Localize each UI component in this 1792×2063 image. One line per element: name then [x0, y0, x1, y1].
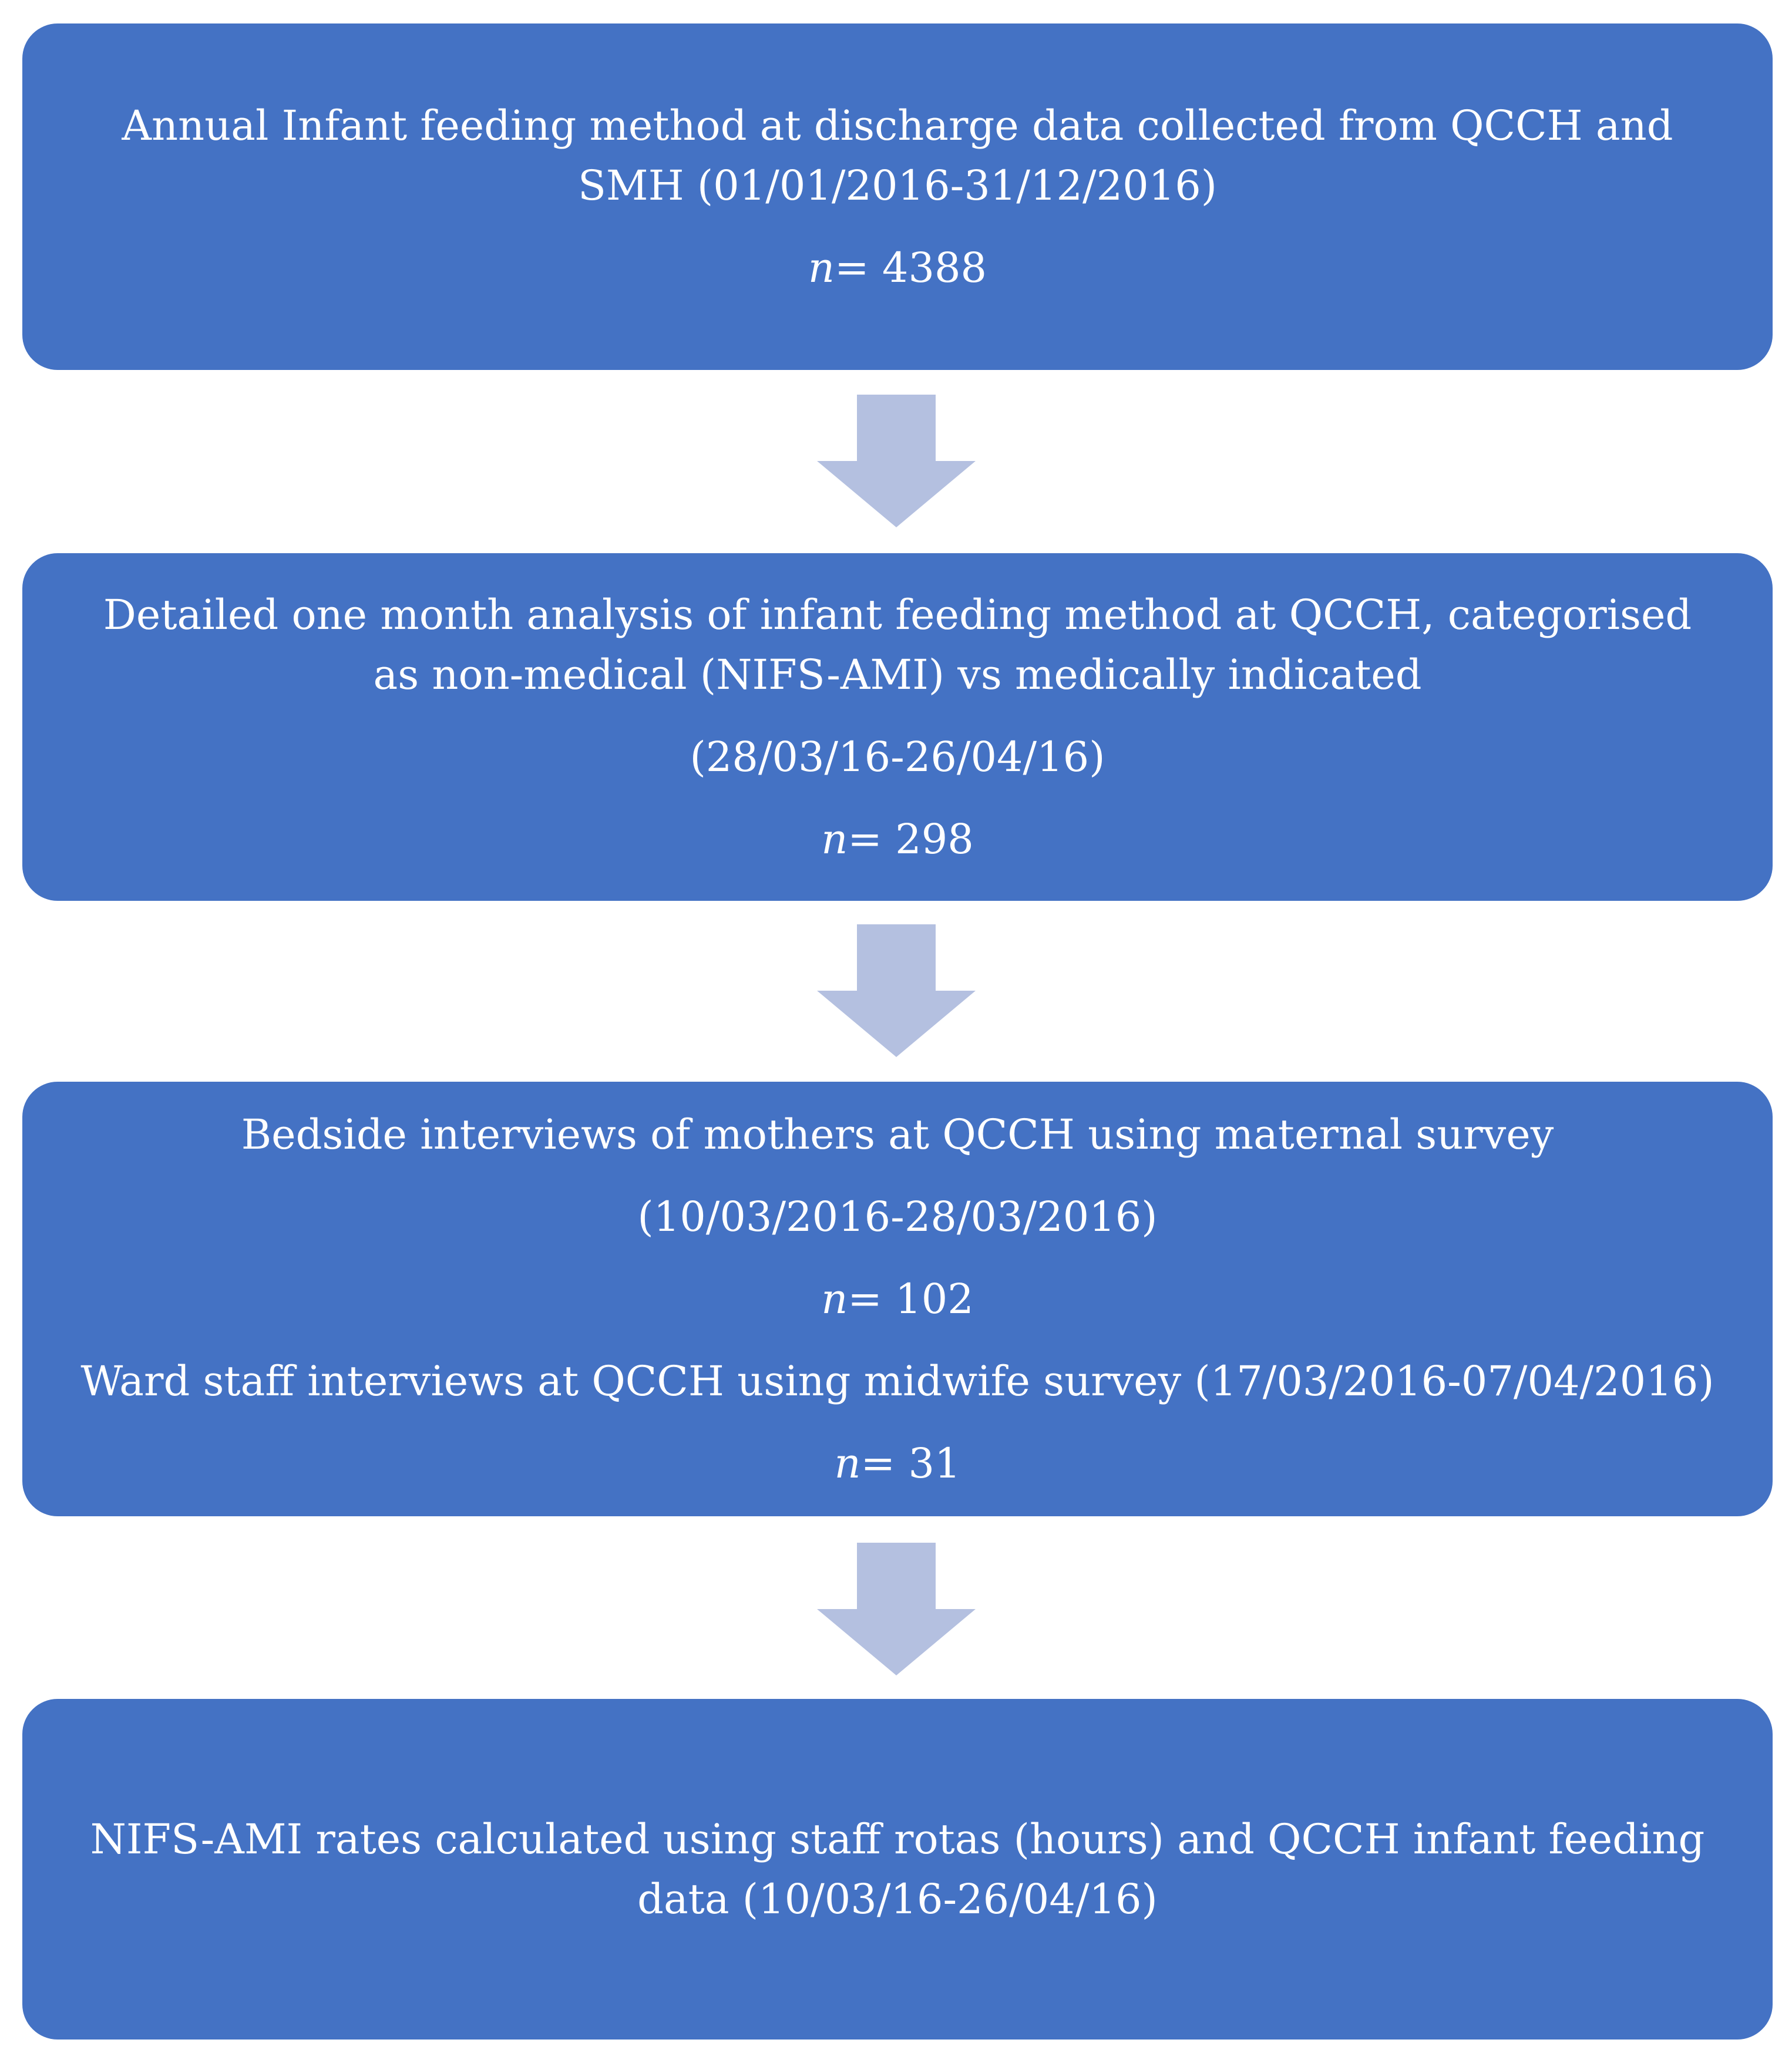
step-2-n-symbol: n [821, 815, 848, 863]
step-4-text-line-2: data (10/03/16-26/04/16) [637, 1875, 1158, 1923]
step-2-text-line-2: as non-medical (NIFS-AMI) vs medically i… [373, 651, 1422, 699]
step-1-sample-size: n= 4388 [808, 238, 987, 298]
step-2-n-value: = 298 [848, 815, 974, 863]
step-1-n-symbol: n [808, 244, 835, 292]
down-arrow-icon [817, 395, 976, 527]
step-2-text-line-1: Detailed one month analysis of infant fe… [103, 591, 1692, 639]
step-3-text-line-2: Ward staff interviews at QCCH using midw… [80, 1357, 1714, 1405]
arrow-1-shape [817, 395, 976, 527]
step-3-sample-size-staff: n= 31 [834, 1433, 960, 1493]
step-3-sample-size-mothers: n= 102 [821, 1269, 974, 1329]
down-arrow-icon [817, 924, 976, 1057]
step-1-text-line-1: Annual Infant feeding method at discharg… [122, 102, 1673, 150]
step-3-n-symbol: n [821, 1275, 848, 1323]
step-2-sample-size: n= 298 [821, 809, 974, 869]
flow-step-3: Bedside interviews of mothers at QCCH us… [22, 1082, 1773, 1516]
step-3-date-range: (10/03/2016-28/03/2016) [637, 1193, 1158, 1241]
step-3-n-value: = 102 [848, 1275, 974, 1323]
flow-step-1: Annual Infant feeding method at discharg… [22, 23, 1773, 370]
arrow-2-shape [817, 924, 976, 1057]
arrow-3-shape [817, 1543, 976, 1675]
step-3-n2-value: = 31 [860, 1439, 961, 1487]
step-1-n-value: = 4388 [835, 244, 987, 292]
step-1-text-line-2: SMH (01/01/2016-31/12/2016) [577, 161, 1218, 210]
flow-step-2: Detailed one month analysis of infant fe… [22, 553, 1773, 901]
step-3-n2-symbol: n [834, 1439, 861, 1487]
flow-step-4: NIFS-AMI rates calculated using staff ro… [22, 1699, 1773, 2040]
step-2-date-range: (28/03/16-26/04/16) [690, 733, 1105, 781]
down-arrow-icon [817, 1543, 976, 1675]
step-4-text-line-1: NIFS-AMI rates calculated using staff ro… [90, 1815, 1705, 1863]
step-3-text-line-1: Bedside interviews of mothers at QCCH us… [241, 1110, 1554, 1159]
